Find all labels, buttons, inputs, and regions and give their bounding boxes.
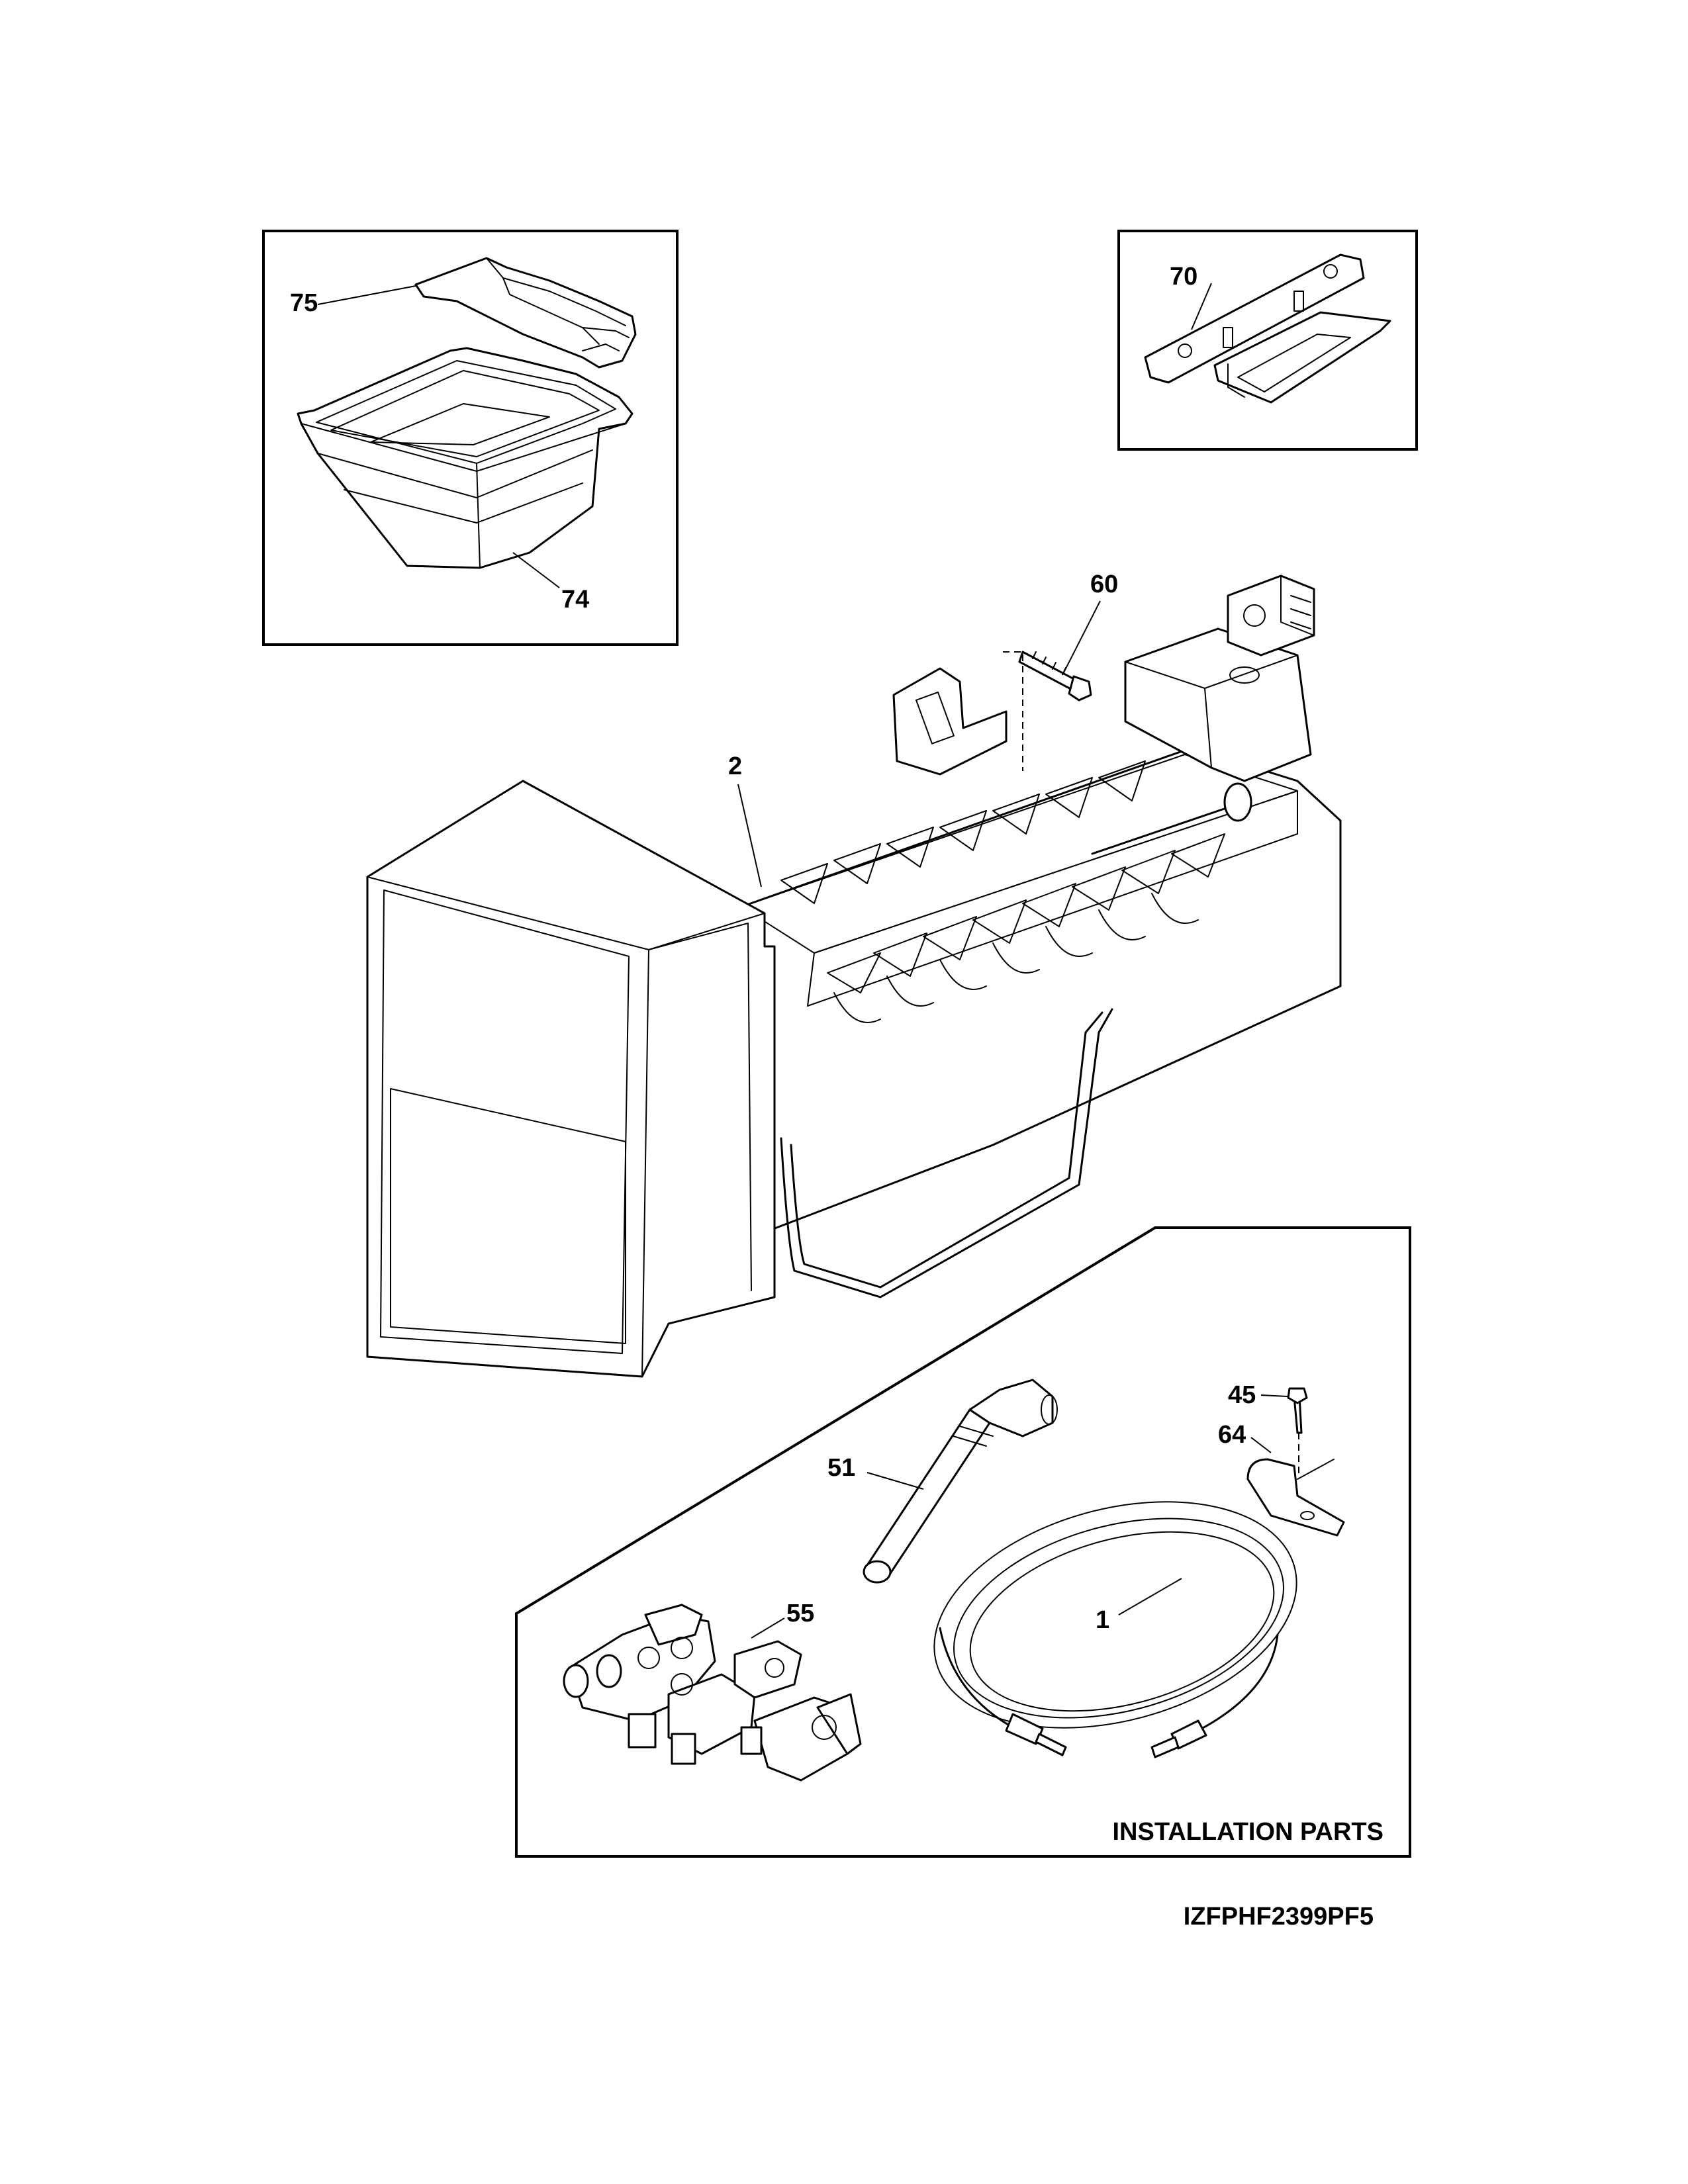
leader-70 bbox=[1191, 283, 1212, 330]
leader-64 bbox=[1250, 1437, 1272, 1453]
ice-bucket-icon bbox=[297, 347, 633, 569]
callout-60: 60 bbox=[1090, 570, 1118, 598]
ice-bucket-panel: 75 74 bbox=[262, 230, 679, 646]
screw-icon bbox=[1287, 1387, 1308, 1434]
leader-60 bbox=[1062, 600, 1101, 676]
leader-45 bbox=[1260, 1394, 1288, 1397]
ice-bucket-cover-icon bbox=[414, 257, 637, 369]
bracket-frame bbox=[1117, 230, 1418, 451]
connector-icon bbox=[1227, 574, 1315, 657]
water-valve-icon bbox=[563, 1604, 862, 1782]
mounting-bracket-icon bbox=[1144, 253, 1391, 404]
callout-70: 70 bbox=[1170, 263, 1197, 291]
leader-75 bbox=[317, 285, 416, 305]
callout-45: 45 bbox=[1228, 1381, 1256, 1409]
callout-1: 1 bbox=[1096, 1606, 1109, 1634]
callout-55: 55 bbox=[786, 1600, 814, 1627]
leader-2 bbox=[737, 784, 762, 887]
installation-parts-caption: INSTALLATION PARTS bbox=[1112, 1818, 1383, 1846]
callout-51: 51 bbox=[827, 1454, 855, 1482]
leader-74 bbox=[512, 552, 560, 588]
ice-bucket-frame bbox=[262, 230, 679, 646]
screw-guide-line bbox=[1003, 651, 1023, 771]
diagram-code: IZFPHF2399PF5 bbox=[1184, 1903, 1374, 1931]
leader-1 bbox=[1118, 1578, 1182, 1615]
leader-51 bbox=[867, 1472, 924, 1490]
water-line-icon bbox=[933, 1501, 1297, 1758]
clamp-icon bbox=[1246, 1458, 1345, 1537]
installation-parts-frame bbox=[515, 1226, 1411, 1858]
ejector-fingers bbox=[780, 760, 1225, 993]
callout-75: 75 bbox=[290, 289, 318, 317]
bracket-panel: 70 bbox=[1117, 230, 1418, 451]
callout-74: 74 bbox=[561, 586, 589, 614]
fill-tube-icon bbox=[863, 1379, 1058, 1584]
callout-2: 2 bbox=[728, 752, 742, 780]
installation-parts-panel: 51 45 64 1 bbox=[515, 1226, 1411, 1858]
leader-55 bbox=[751, 1617, 785, 1639]
screw-icon bbox=[1018, 651, 1092, 702]
callout-64: 64 bbox=[1218, 1421, 1246, 1449]
icemaker-assembly-icon bbox=[366, 574, 1342, 1378]
